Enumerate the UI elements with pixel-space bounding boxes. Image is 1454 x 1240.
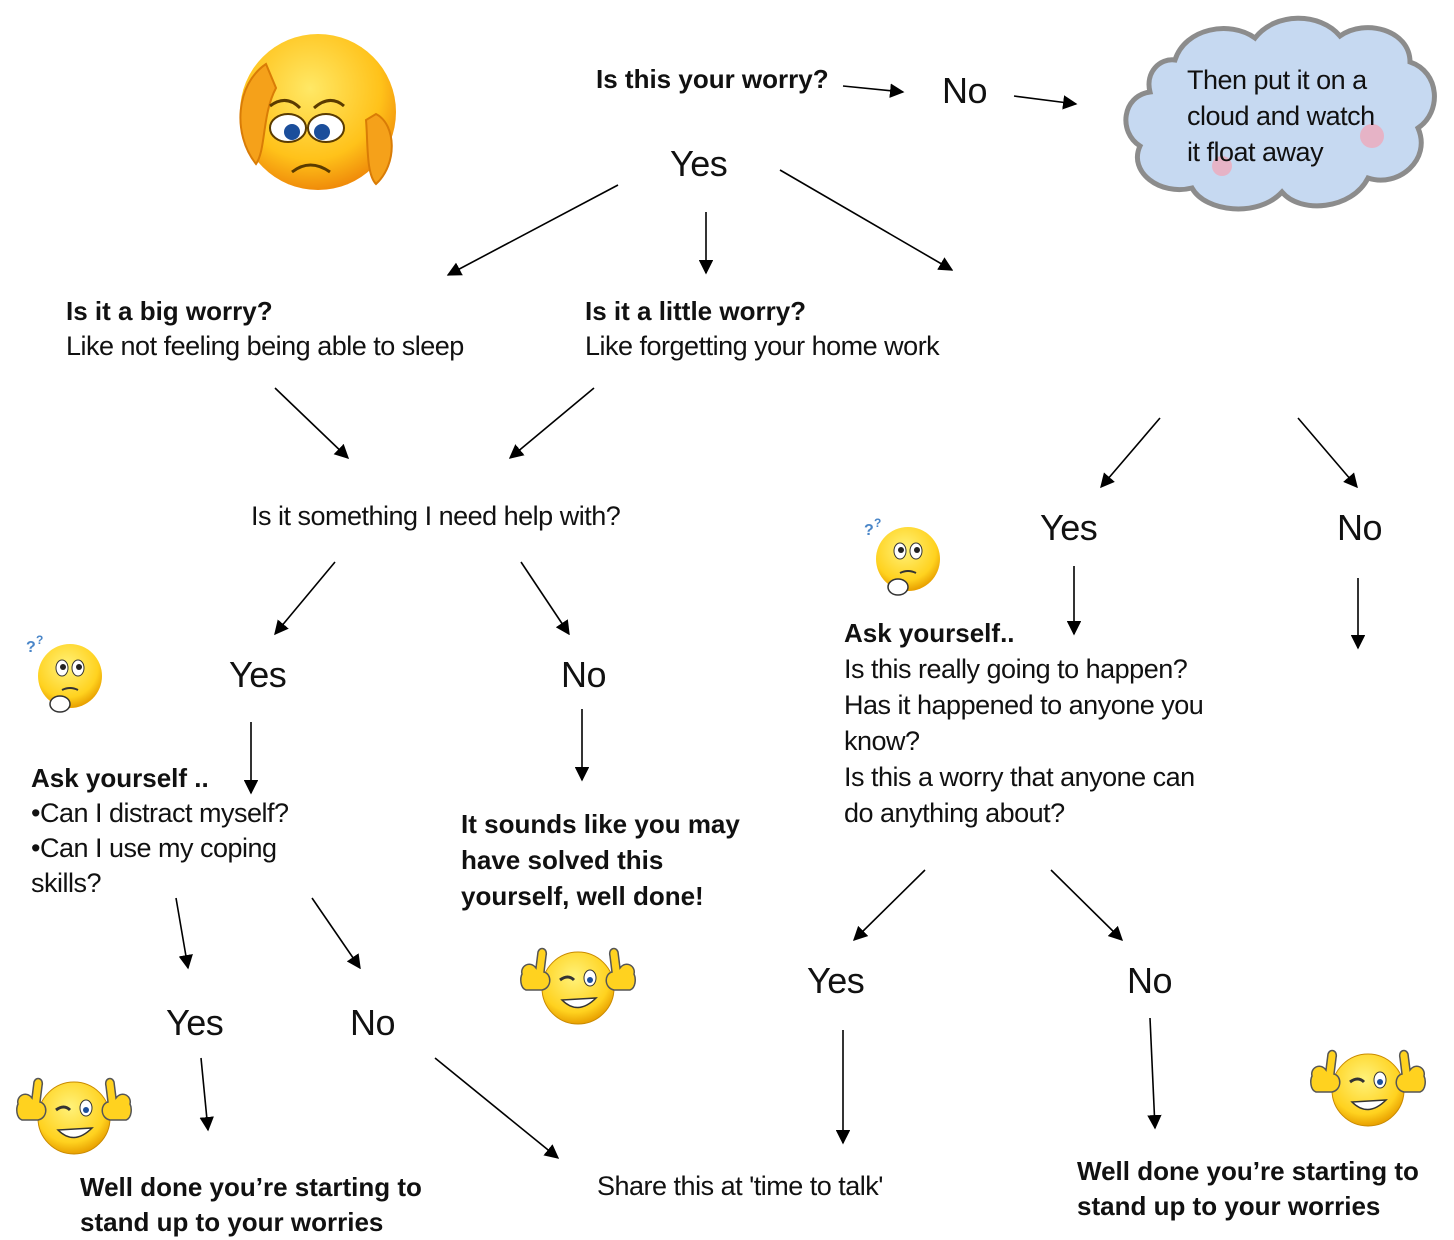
right-ask-line: know?	[844, 726, 920, 756]
arrow-ask-to-no2	[311, 897, 361, 970]
thinking-face-icon: ? ?	[26, 633, 102, 713]
arrow-yes-to-right	[779, 169, 954, 271]
svg-text:?: ?	[864, 522, 874, 539]
cloud-line: cloud and watch	[1187, 101, 1375, 131]
right-ask-line: Is this really going to happen?	[844, 654, 1188, 684]
solved-line: have solved this	[461, 845, 664, 875]
svg-text:?: ?	[36, 633, 43, 647]
left-well-done: Well done you’re starting to stand up to…	[80, 1170, 422, 1240]
left-ask-title: Ask yourself ..	[31, 763, 209, 793]
arrow-right-to-yes	[1100, 417, 1161, 489]
right-no2-label: No	[1127, 960, 1173, 1001]
share-time-to-talk: Share this at 'time to talk'	[597, 1171, 883, 1201]
left-ask-line: •Can I use my coping	[31, 833, 277, 863]
solved-message: It sounds like you may have solved this …	[461, 806, 740, 914]
left-yes-label: Yes	[229, 654, 287, 695]
arrow-ask-to-yes2	[175, 897, 193, 970]
arrow-rask-to-no2	[1050, 869, 1124, 942]
help-question: Is it something I need help with?	[251, 501, 621, 531]
arrow-yes-to-big	[446, 184, 619, 276]
right-ask-line: Is this a worry that anyone can	[844, 762, 1195, 792]
left-ask-list: •Can I distract myself? •Can I use my co…	[31, 796, 289, 901]
left-no2-label: No	[350, 1002, 396, 1043]
right-well-done-line: Well done you’re starting to	[1077, 1156, 1419, 1186]
thumbs-up-winking-face-icon	[520, 947, 636, 1025]
little-worry-title: Is it a little worry?	[585, 296, 807, 326]
left-well-done-line: stand up to your worries	[80, 1207, 384, 1237]
big-worry-title: Is it a big worry?	[66, 296, 273, 326]
cloud-line: Then put it on a	[1187, 65, 1367, 95]
arrow-no-to-cloud	[1013, 95, 1078, 110]
arrow-yes2-to-welldone	[199, 1057, 214, 1132]
right-well-done-line: stand up to your worries	[1077, 1191, 1381, 1221]
arrow-question-to-no	[842, 83, 905, 98]
right-ask-line: do anything about?	[844, 798, 1065, 828]
right-ask-title: Ask yourself..	[844, 618, 1015, 648]
worried-face-icon	[239, 34, 396, 190]
arrow-no2-to-share	[434, 1057, 560, 1159]
top-yes-label: Yes	[670, 143, 728, 184]
thinking-face-icon: ? ?	[864, 516, 940, 596]
arrow-rask-to-yes2	[852, 869, 926, 942]
top-question: Is this your worry?	[596, 64, 829, 94]
little-worry-example: Like forgetting your home work	[585, 331, 940, 361]
top-no-label: No	[942, 70, 988, 111]
cloud-line: it float away	[1187, 137, 1324, 167]
cloud-text: Then put it on a cloud and watch it floa…	[1187, 62, 1375, 170]
right-yes-label: Yes	[1040, 507, 1098, 548]
svg-text:?: ?	[874, 516, 881, 530]
arrow-help-to-yes	[274, 561, 336, 636]
solved-line: yourself, well done!	[461, 881, 704, 911]
arrow-right-to-no	[1297, 417, 1358, 489]
right-well-done: Well done you’re starting to stand up to…	[1077, 1154, 1419, 1224]
big-worry-example: Like not feeling being able to sleep	[66, 331, 464, 361]
arrow-little-to-help	[508, 387, 595, 459]
right-no-label: No	[1337, 507, 1383, 548]
left-ask-line: skills?	[31, 868, 102, 898]
right-ask-list: Is this really going to happen? Has it h…	[844, 651, 1204, 831]
thumbs-up-winking-face-icon	[1310, 1049, 1426, 1127]
thumbs-up-winking-face-icon	[16, 1077, 132, 1155]
solved-line: It sounds like you may	[461, 809, 740, 839]
left-ask-line: •Can I distract myself?	[31, 798, 289, 828]
left-yes2-label: Yes	[166, 1002, 224, 1043]
left-well-done-line: Well done you’re starting to	[80, 1172, 422, 1202]
right-yes2-label: Yes	[807, 960, 865, 1001]
left-no-label: No	[561, 654, 607, 695]
arrow-big-to-help	[274, 387, 350, 459]
right-ask-line: Has it happened to anyone you	[844, 690, 1204, 720]
arrow-rno2-to-welldone	[1147, 1017, 1162, 1130]
arrow-help-to-no	[520, 561, 570, 636]
svg-text:?: ?	[26, 639, 36, 656]
